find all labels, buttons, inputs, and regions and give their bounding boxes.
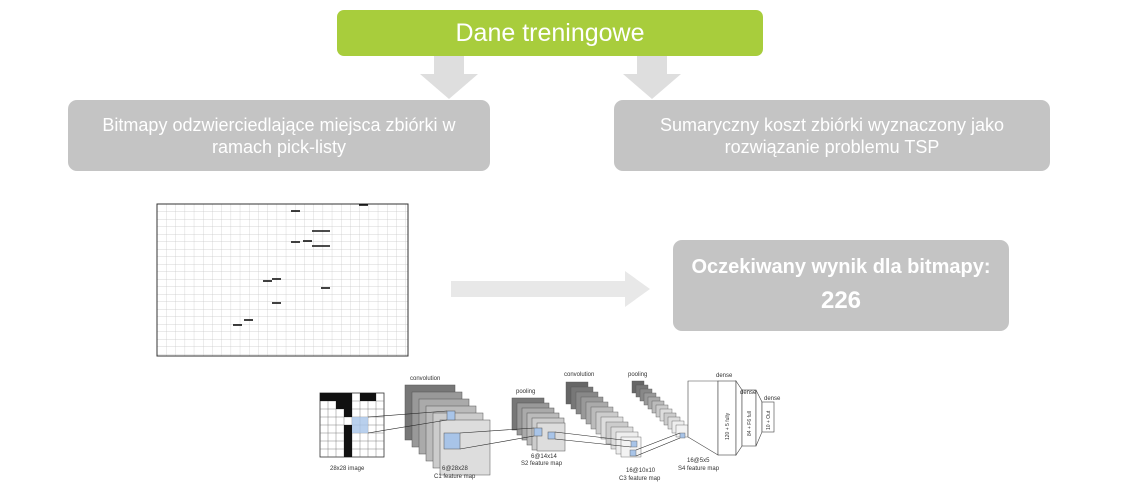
cnn-pooling1: pooling <box>516 389 535 395</box>
cnn-pooling2: pooling <box>628 372 647 378</box>
cnn-c3-dims: 16@10x10 <box>626 468 656 474</box>
right-arrow <box>451 271 650 307</box>
cnn-c3-name: C3 feature map <box>619 476 661 482</box>
bitmap-description-line2: ramach pick-listy <box>211 136 346 157</box>
cnn-s2-name: S2 feature map <box>521 461 563 467</box>
down-arrow-left <box>420 56 478 99</box>
cnn-convolution1: convolution <box>410 376 440 382</box>
expected-result-box: Oczekiwany wynik dla bitmapy: 226 <box>673 240 1009 331</box>
cnn-dense3: dense <box>764 396 781 402</box>
cnn-c1-name: C1 feature map <box>434 474 476 480</box>
expected-result-value: 226 <box>820 287 862 314</box>
cnn-dense-layers <box>687 380 775 456</box>
tsp-cost-box: Sumaryczny koszt zbiórki wyznaczony jako… <box>614 100 1050 171</box>
bitmap-marks <box>233 204 368 326</box>
cnn-s2-stack <box>511 397 566 452</box>
cnn-input-image <box>319 392 385 458</box>
tsp-cost-line2: rozwiązanie problemu TSP <box>724 136 940 157</box>
cnn-s4-stack <box>631 380 689 439</box>
cnn-dense2-label: 84 + F6 full <box>747 411 753 436</box>
training-data-title: Dane treningowe <box>455 18 645 47</box>
cnn-s4-dims: 16@5x5 <box>687 458 710 464</box>
bitmap-description-box: Bitmapy odzwierciedlające miejsca zbiórk… <box>68 100 490 171</box>
training-data-title-box: Dane treningowe <box>337 10 763 56</box>
cnn-c1-dims: 6@28x28 <box>442 466 468 472</box>
cnn-dense1-label: 120 + 5 fully <box>725 412 731 440</box>
bitmap-grid-cells <box>156 203 409 357</box>
cnn-s4-name: S4 feature map <box>678 466 720 472</box>
cnn-c1-stack <box>404 384 491 476</box>
cnn-dense3-label: 10 + Out <box>766 410 772 430</box>
cnn-dense2: dense <box>740 390 757 396</box>
cnn-dense1: dense <box>716 373 733 379</box>
cnn-convolution2: convolution <box>564 372 594 378</box>
cnn-input-label: 28x28 image <box>330 466 365 472</box>
bitmap-description-line1: Bitmapy odzwierciedlające miejsca zbiórk… <box>102 114 456 135</box>
cnn-s2-dims: 6@14x14 <box>531 454 557 460</box>
tsp-cost-line1: Sumaryczny koszt zbiórki wyznaczony jako <box>659 114 1005 135</box>
cnn-c3-stack <box>565 381 642 458</box>
cnn-connection-lines <box>367 410 681 457</box>
down-arrow-right <box>623 56 681 99</box>
expected-result-label: Oczekiwany wynik dla bitmapy: <box>691 256 991 278</box>
